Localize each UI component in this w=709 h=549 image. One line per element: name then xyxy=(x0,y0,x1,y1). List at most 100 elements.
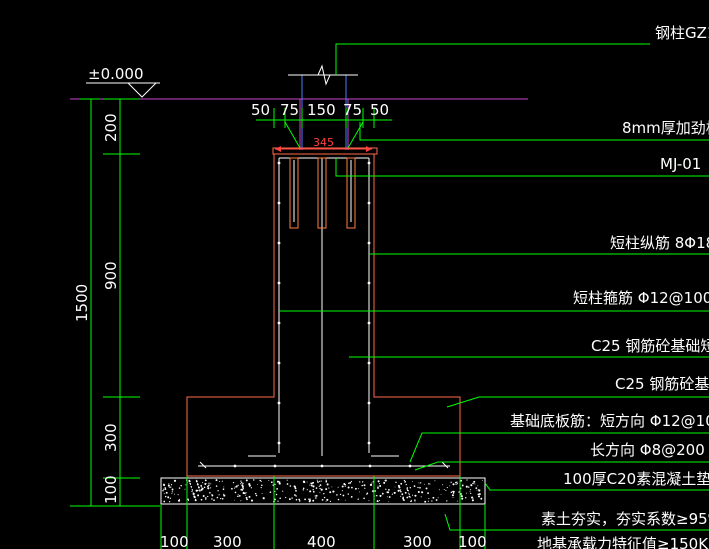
gravel-speck xyxy=(289,485,292,487)
gravel-speck xyxy=(406,488,408,490)
gravel-speck xyxy=(213,499,215,502)
gravel-speck xyxy=(477,493,480,496)
gravel-speck xyxy=(163,483,166,487)
gravel-speck xyxy=(215,485,218,487)
gravel-speck xyxy=(275,493,278,496)
gravel-speck xyxy=(163,493,165,495)
gravel-speck xyxy=(187,498,189,501)
gravel-speck xyxy=(480,497,483,500)
gravel-speck xyxy=(460,494,462,495)
gravel-speck xyxy=(315,487,318,489)
gravel-speck xyxy=(286,483,289,485)
gravel-speck xyxy=(359,481,361,483)
gravel-speck xyxy=(421,491,424,494)
gravel-speck xyxy=(452,497,454,499)
gravel-speck xyxy=(376,494,378,497)
gravel-speck xyxy=(465,497,467,499)
callout-bottom-bars-short: 基础底板筋：短方向 Φ12@10 xyxy=(510,412,709,430)
gravel-speck xyxy=(312,490,315,493)
gravel-speck xyxy=(411,499,412,501)
gravel-speck xyxy=(417,486,419,489)
gravel-speck xyxy=(414,494,417,497)
top-dim-4: 75 xyxy=(343,101,362,119)
gravel-speck xyxy=(323,493,325,495)
callout-footing-concrete: C25 钢筋砼基 xyxy=(615,375,709,393)
gravel-speck xyxy=(449,485,451,487)
gravel-speck xyxy=(328,487,330,489)
gravel-speck xyxy=(274,498,276,501)
gravel-speck xyxy=(424,500,427,503)
gravel-speck xyxy=(337,486,339,488)
gravel-speck xyxy=(482,479,483,481)
callout-labels: 钢柱GZ1 8mm厚加劲板 MJ-01 短柱纵筋 8Φ18 短柱箍筋 Φ12@1… xyxy=(510,24,709,549)
gravel-speck xyxy=(445,489,447,491)
gravel-speck xyxy=(315,494,318,497)
gravel-speck xyxy=(193,496,196,499)
gravel-speck xyxy=(269,491,272,494)
gravel-speck xyxy=(388,496,391,498)
gravel-speck xyxy=(323,496,326,499)
gravel-speck xyxy=(473,480,476,483)
gravel-speck xyxy=(219,481,221,483)
gravel-speck xyxy=(202,495,205,497)
gravel-speck xyxy=(379,485,382,487)
gravel-speck xyxy=(291,497,293,499)
gravel-speck xyxy=(237,484,239,487)
gravel-speck xyxy=(261,493,263,494)
gravel-speck xyxy=(456,500,458,502)
gravel-speck xyxy=(318,486,320,487)
gravel-speck xyxy=(406,487,408,489)
gravel-speck xyxy=(312,489,314,491)
gravel-speck xyxy=(427,492,429,494)
gravel-speck xyxy=(363,497,365,500)
gravel-speck xyxy=(457,483,459,485)
gravel-speck xyxy=(168,483,170,485)
gravel-speck xyxy=(351,486,353,489)
gravel-speck xyxy=(466,479,468,481)
gravel-speck xyxy=(455,481,457,484)
rebar-cage xyxy=(198,157,450,469)
gravel-speck xyxy=(194,499,197,502)
gravel-speck xyxy=(371,482,373,484)
gravel-speck xyxy=(434,480,436,482)
bottom-dim-2: 300 xyxy=(213,533,242,549)
gravel-speck xyxy=(199,489,200,491)
gravel-speck xyxy=(180,484,182,487)
gravel-speck xyxy=(440,493,442,495)
gravel-speck xyxy=(294,485,296,488)
gravel-speck xyxy=(295,495,297,497)
gravel-speck xyxy=(204,483,207,485)
gravel-speck xyxy=(320,480,322,482)
gravel-speck xyxy=(386,491,389,494)
gravel-speck xyxy=(412,480,413,482)
gravel-speck xyxy=(309,490,312,493)
gravel-speck xyxy=(276,488,278,490)
gravel-speck xyxy=(245,494,247,496)
gravel-speck xyxy=(354,487,357,490)
gravel-speck xyxy=(386,496,388,498)
gravel-speck xyxy=(428,483,430,485)
gravel-speck xyxy=(250,499,254,502)
gravel-speck xyxy=(278,481,281,483)
gravel-speck xyxy=(164,488,167,490)
gravel-speck xyxy=(401,493,404,496)
top-dimension-chain xyxy=(256,108,392,128)
gravel-speck xyxy=(384,479,387,482)
gravel-speck xyxy=(379,494,382,497)
gravel-speck xyxy=(254,492,257,495)
gravel-speck xyxy=(402,497,405,500)
gravel-speck xyxy=(366,493,368,495)
gravel-speck xyxy=(446,487,448,489)
gravel-speck xyxy=(173,479,177,482)
gravel-speck xyxy=(321,499,324,501)
gravel-speck xyxy=(295,490,297,492)
gravel-speck xyxy=(234,499,235,501)
gravel-speck xyxy=(234,486,236,488)
gravel-speck xyxy=(223,494,226,497)
gravel-speck xyxy=(245,496,248,499)
gravel-speck xyxy=(321,488,323,491)
gravel-speck xyxy=(469,490,471,492)
callout-pedestal-concrete: C25 钢筋砼基础短 xyxy=(591,337,709,355)
gravel-speck xyxy=(164,487,167,489)
gravel-speck xyxy=(191,489,193,491)
